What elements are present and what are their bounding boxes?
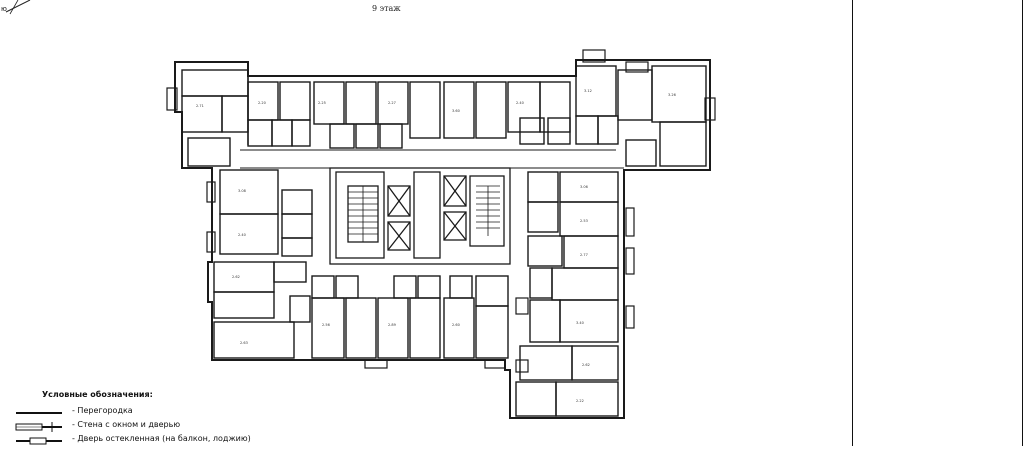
- room-label: 3.60: [452, 109, 460, 113]
- compass-icon: ю: [0, 0, 34, 16]
- wall-window-door-icon: [14, 422, 64, 432]
- compass-letter: ю: [1, 5, 7, 13]
- legend-label-wall-window-door: - Стена с окном и дверью: [72, 420, 181, 429]
- room-label: 2.22: [576, 399, 584, 403]
- page-bottom-edge: [0, 446, 1024, 456]
- glazed-door-icon: [14, 436, 64, 446]
- frame-line-right: [1022, 0, 1023, 446]
- room-label: 2.77: [580, 253, 588, 257]
- room-label: 3.12: [584, 89, 592, 93]
- central-core: [329, 167, 511, 265]
- room-area-labels: 2.71 2.20 2.25 2.27 3.60 2.40 3.12 3.26 …: [196, 89, 676, 403]
- room-label: 2.60: [452, 323, 460, 327]
- partition-line-icon: [14, 408, 64, 418]
- legend-row-glazed-door: - Дверь остекленная (на балкон, лоджию): [14, 434, 334, 446]
- room-label: 2.56: [322, 323, 330, 327]
- room-label: 3.08: [238, 189, 246, 193]
- legend-title: Условные обозначения:: [42, 390, 153, 399]
- frame-line-left: [852, 0, 853, 446]
- legend-row-wall-window-door: - Стена с окном и дверью: [14, 420, 334, 432]
- room-label: 2.89: [388, 323, 396, 327]
- room-label: 3.40: [576, 321, 584, 325]
- right-rooms: [515, 171, 619, 417]
- room-label: 2.62: [582, 363, 590, 367]
- room-label: 2.27: [388, 101, 396, 105]
- floor-label: 9 этаж: [372, 4, 401, 13]
- top-rooms: [181, 65, 707, 167]
- outer-walls: [174, 59, 711, 419]
- room-label: 2.40: [238, 233, 246, 237]
- room-label: 2.20: [258, 101, 266, 105]
- room-label: 2.71: [196, 104, 204, 108]
- left-rooms: [213, 169, 313, 359]
- room-label: 3.26: [668, 93, 676, 97]
- balconies: [166, 49, 716, 373]
- room-label: 2.63: [240, 341, 248, 345]
- room-label: 2.53: [580, 219, 588, 223]
- room-label: 2.40: [516, 101, 524, 105]
- room-label: 2.25: [318, 101, 326, 105]
- legend-row-partition: - Перегородка: [14, 406, 334, 418]
- legend-label-glazed-door: - Дверь остекленная (на балкон, лоджию): [72, 434, 251, 443]
- legend-label-partition: - Перегородка: [72, 406, 133, 415]
- corridor: [240, 149, 624, 169]
- bottom-rooms: [311, 275, 509, 359]
- room-label: 2.62: [232, 275, 240, 279]
- legend: Условные обозначения: - Перегородка - Ст…: [14, 390, 334, 456]
- room-label: 3.06: [580, 185, 588, 189]
